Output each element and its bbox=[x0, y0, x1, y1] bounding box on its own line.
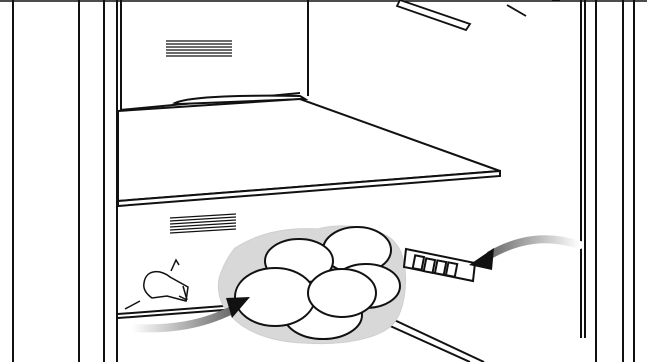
vent-slots-lower bbox=[170, 214, 236, 233]
airflow-arrow-right-icon bbox=[469, 239, 580, 270]
spilled-container-icon bbox=[125, 260, 188, 309]
sensor-indicator-icon bbox=[404, 249, 475, 281]
top-rail bbox=[397, 0, 560, 30]
glass-shelf bbox=[118, 96, 500, 206]
vent-slots-upper bbox=[166, 41, 232, 56]
